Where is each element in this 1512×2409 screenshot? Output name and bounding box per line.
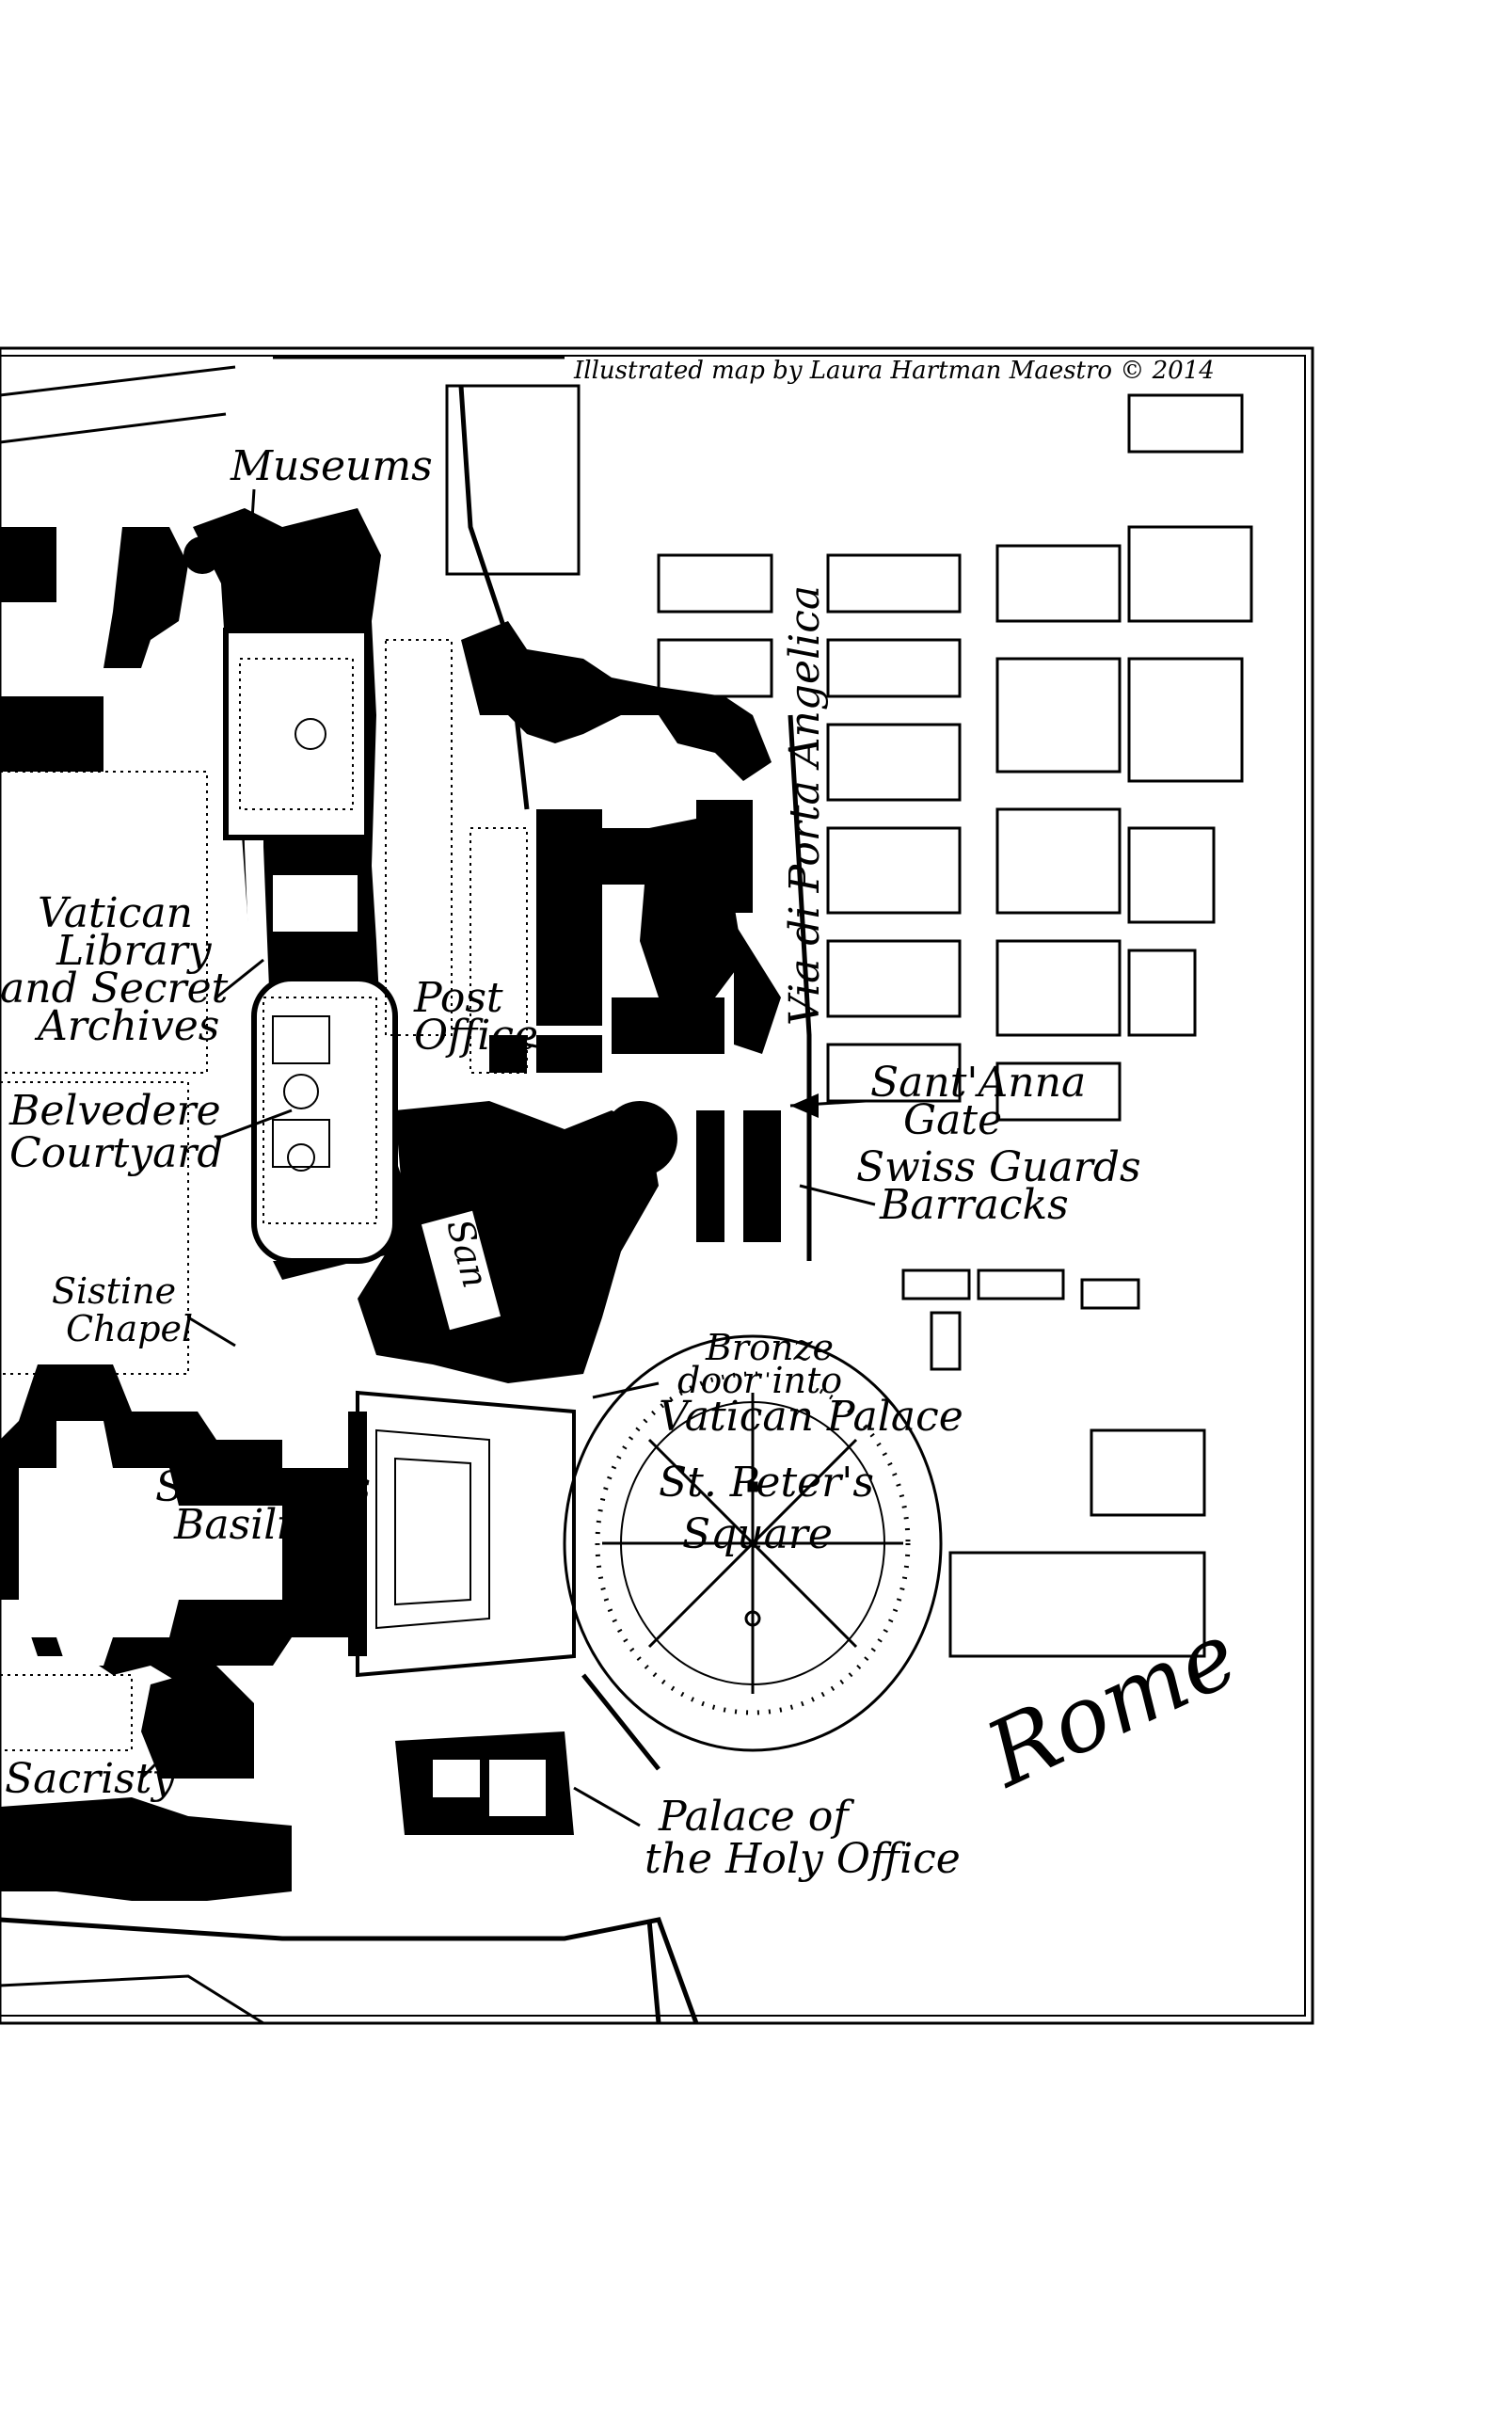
label-museums: Museums	[230, 442, 433, 490]
label-vatican-library-4: Archives	[34, 1002, 219, 1050]
label-bronze-door-1: Bronze	[705, 1327, 834, 1368]
sant-anna-arrow	[790, 1093, 819, 1118]
label-bronze-door-2: door into	[677, 1360, 842, 1401]
label-st-peters-basilica-1: St. Peter's	[155, 1463, 371, 1511]
label-vatican-library-1: Vatican	[38, 889, 193, 937]
label-post-office-1: Post	[413, 974, 503, 1022]
map-credit: Illustrated map by Laura Hartman Maestro…	[573, 357, 1215, 385]
label-bronze-door-3: Vatican Palace	[659, 1393, 963, 1441]
label-st-peters-square-1: St. Peter's	[659, 1459, 874, 1507]
courtyard-detail	[272, 718, 330, 1172]
label-sant-anna-1: Sant'Anna	[870, 1059, 1086, 1107]
label-sistine-2: Chapel	[66, 1308, 193, 1349]
city-walls	[0, 385, 812, 2025]
street-grid	[0, 356, 1253, 1658]
label-belvedere-1: Belvedere	[8, 1087, 221, 1135]
label-belvedere-2: Courtyard	[9, 1129, 224, 1177]
label-vatican-library-3: and Secret	[0, 965, 229, 1013]
label-holy-office-1: Palace of	[658, 1793, 854, 1841]
label-sacristy: Sacristy	[5, 1755, 176, 1803]
label-sant-anna-2: Gate	[903, 1096, 1002, 1144]
label-st-peters-square-2: Square	[682, 1510, 833, 1558]
gardens	[0, 639, 528, 1751]
label-swiss-guards-2: Barracks	[879, 1181, 1069, 1229]
st-peters-square	[356, 1334, 943, 1752]
label-swiss-guards-1: Swiss Guards	[856, 1143, 1141, 1191]
label-sistine-1: Sistine	[52, 1270, 176, 1312]
label-post-office-2: Office	[414, 1012, 538, 1060]
label-vatican-library-2: Library	[56, 927, 213, 975]
label-via-porta-angelica: Via di Porta Angelica	[781, 585, 829, 1026]
label-holy-office-2: the Holy Office	[645, 1835, 961, 1883]
label-st-peters-basilica-2: Basilica	[173, 1501, 338, 1549]
leader-lines	[139, 488, 876, 1827]
